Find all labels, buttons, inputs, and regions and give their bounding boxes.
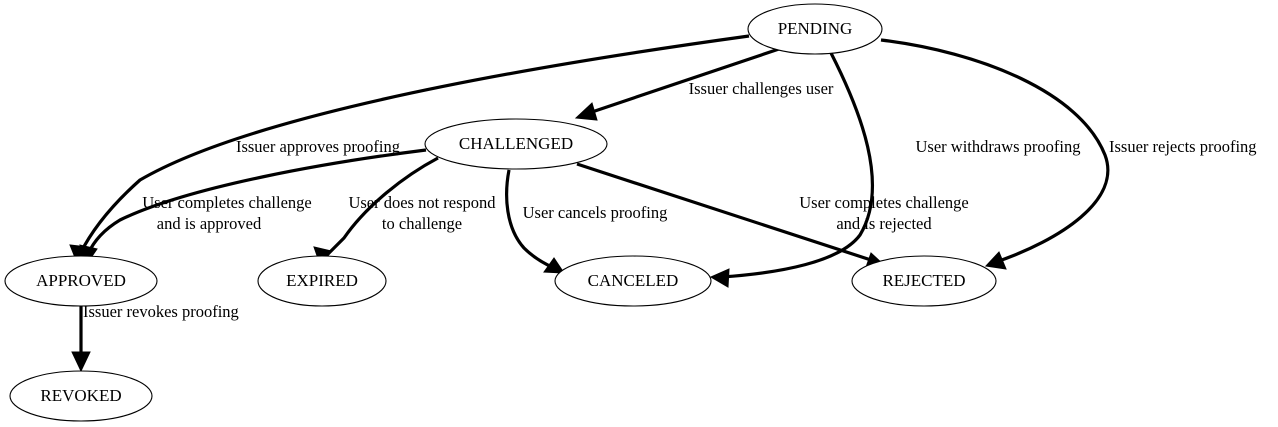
node-challenged[interactable]: CHALLENGED bbox=[424, 118, 608, 170]
edge-pending-canceled bbox=[709, 52, 874, 288]
edge-pending-approved-path bbox=[78, 34, 750, 255]
edge-pending-challenged-arrowhead bbox=[574, 102, 598, 121]
edge-label-issuer-approves-proofing: Issuer approves proofing bbox=[236, 137, 400, 156]
edge-label-user-completes-challenge-approved-line2: and is approved bbox=[157, 214, 262, 233]
edge-label-user-cancels-proofing: User cancels proofing bbox=[523, 203, 668, 222]
edge-pending-canceled-path bbox=[721, 52, 874, 279]
node-pending-label: PENDING bbox=[778, 19, 853, 38]
edge-challenged-expired bbox=[313, 156, 439, 269]
node-expired[interactable]: EXPIRED bbox=[257, 255, 387, 307]
edge-challenged-rejected-path bbox=[576, 162, 875, 263]
edge-pending-canceled-arrowhead bbox=[709, 268, 730, 288]
node-rejected-label: REJECTED bbox=[882, 271, 965, 290]
edge-pending-rejected-path bbox=[880, 38, 1110, 264]
node-canceled-ellipse[interactable] bbox=[554, 255, 712, 307]
edge-label-issuer-rejects-proofing: Issuer rejects proofing bbox=[1109, 137, 1257, 156]
node-revoked[interactable]: REVOKED bbox=[9, 370, 153, 422]
node-rejected-ellipse[interactable] bbox=[851, 255, 997, 307]
node-approved[interactable]: APPROVED bbox=[4, 255, 158, 307]
edge-challenged-canceled-path bbox=[505, 169, 555, 270]
node-challenged-label: CHALLENGED bbox=[459, 134, 573, 153]
node-revoked-ellipse[interactable] bbox=[9, 370, 153, 422]
node-approved-ellipse[interactable] bbox=[4, 255, 158, 307]
edge-label-user-withdraws-proofing: User withdraws proofing bbox=[916, 137, 1081, 156]
edge-label-issuer-revokes-proofing: Issuer revokes proofing bbox=[83, 302, 239, 321]
node-approved-label: APPROVED bbox=[36, 271, 126, 290]
edge-challenged-canceled-arrowhead bbox=[543, 257, 565, 274]
edge-label-user-does-not-respond-line1: User does not respond bbox=[348, 193, 496, 212]
node-pending[interactable]: PENDING bbox=[747, 3, 883, 55]
edge-label-user-does-not-respond-line2: to challenge bbox=[382, 214, 462, 233]
node-canceled[interactable]: CANCELED bbox=[554, 255, 712, 307]
edge-label-user-completes-challenge-rejected-line1: User completes challenge bbox=[799, 193, 969, 212]
node-canceled-label: CANCELED bbox=[588, 271, 679, 290]
edge-label-user-completes-challenge-rejected-line2: and is rejected bbox=[836, 214, 932, 233]
node-revoked-label: REVOKED bbox=[40, 386, 121, 405]
node-rejected[interactable]: REJECTED bbox=[851, 255, 997, 307]
edge-pending-challenged-path bbox=[585, 47, 780, 116]
node-pending-ellipse[interactable] bbox=[747, 3, 883, 55]
edge-approved-revoked bbox=[71, 306, 91, 373]
edge-challenged-canceled bbox=[505, 169, 565, 274]
edge-pending-challenged bbox=[574, 47, 780, 121]
edge-pending-rejected-arrowhead bbox=[984, 251, 1007, 270]
edge-approved-revoked-arrowhead bbox=[71, 351, 91, 373]
edge-pending-rejected bbox=[880, 38, 1110, 270]
node-expired-ellipse[interactable] bbox=[257, 255, 387, 307]
edge-label-user-completes-challenge-approved-line1: User completes challenge bbox=[142, 193, 312, 212]
edge-challenged-approved-path bbox=[86, 148, 427, 255]
node-challenged-ellipse[interactable] bbox=[424, 118, 608, 170]
node-expired-label: EXPIRED bbox=[286, 271, 358, 290]
edge-label-issuer-challenges-user: Issuer challenges user bbox=[689, 79, 834, 98]
